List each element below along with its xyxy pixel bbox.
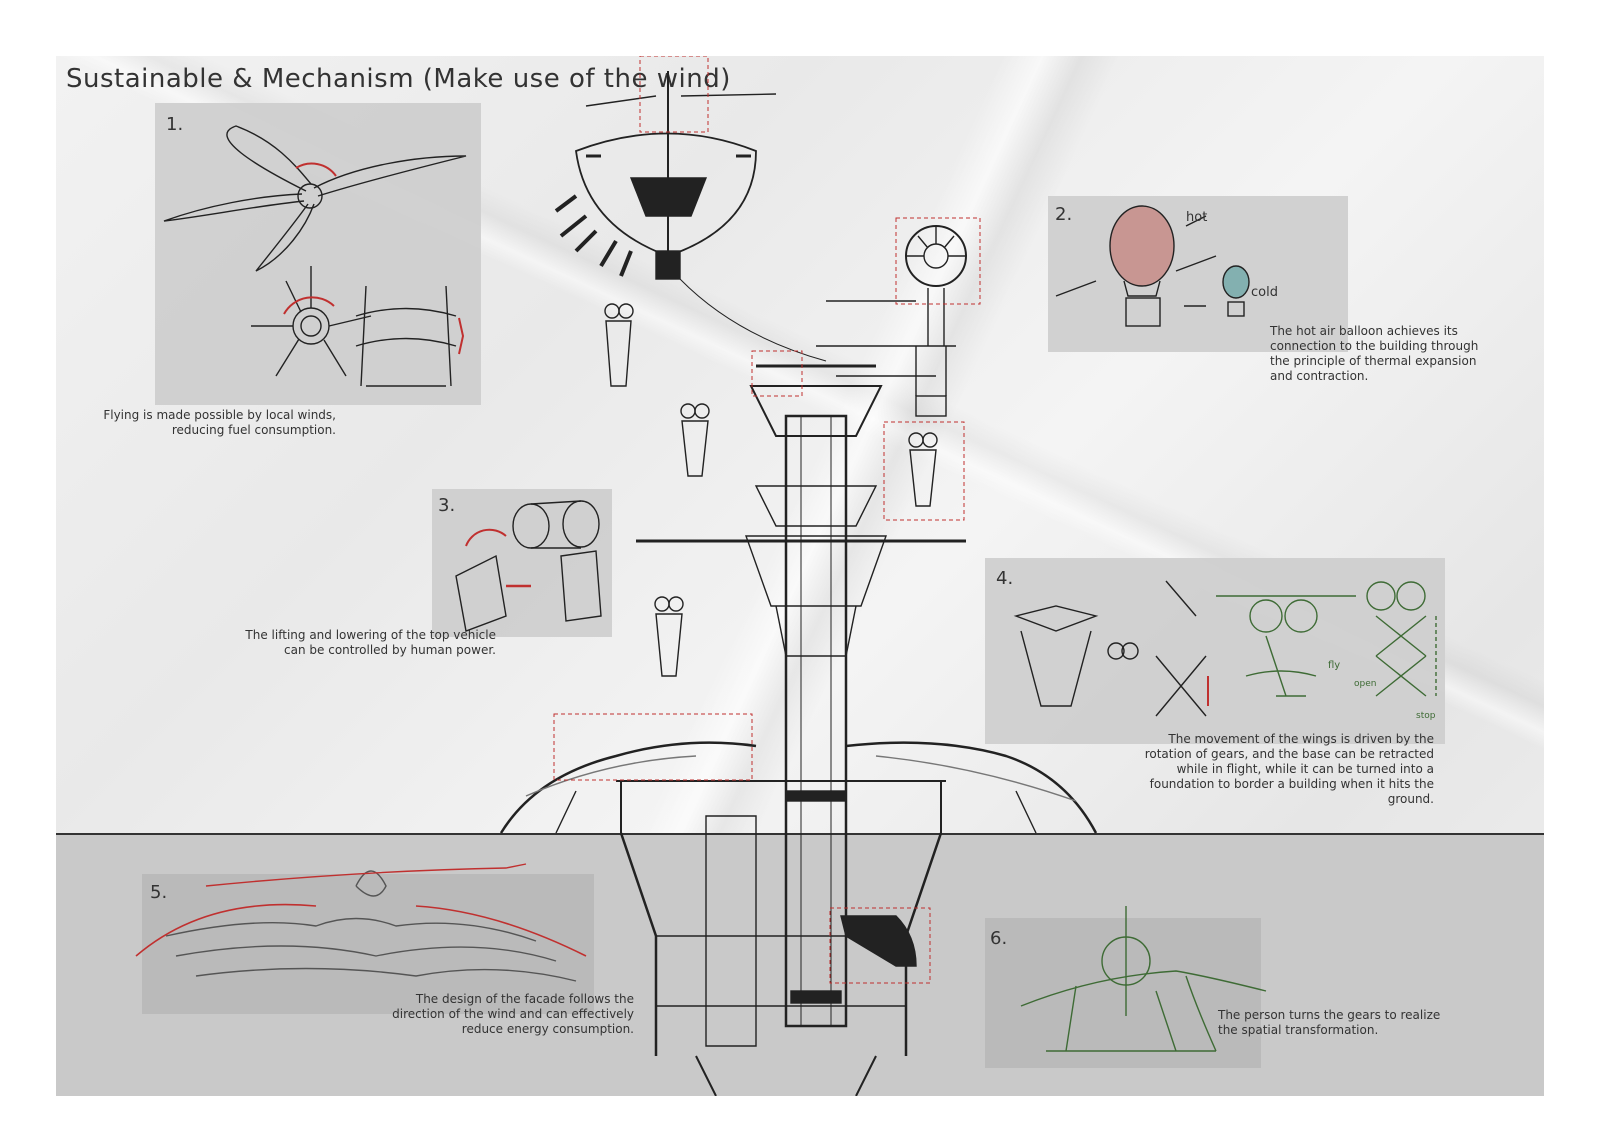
caption-panel-6: The person turns the gears to realize th… [1218,1008,1468,1038]
balloon-sketch [1055,205,1250,327]
caption-line: The movement of the wings is driven by t… [1168,732,1434,746]
panel-1 [155,103,481,405]
caption-line: can be controlled by human power. [284,643,496,657]
flying-vehicle-section [554,71,827,362]
panel-number-1: 1. [166,114,184,135]
caption-line: rotation of gears, and the base can be r… [1144,747,1434,761]
caption-line: The person turns the gears to realize [1218,1008,1441,1022]
caption-line: foundation to border a building when it … [1149,777,1434,791]
propeller-sketch [163,125,467,387]
panel-number-5: 5. [150,882,168,903]
foundation-section [616,780,946,1096]
panel-number-4: 4. [996,568,1014,589]
caption-line: Flying is made possible by local winds, [103,408,336,422]
gear-mechanism-sketch [1013,580,1437,717]
callout-boxes [553,56,981,984]
caption-line: and contraction. [1270,369,1369,383]
section-drawing: hot cold [135,56,1437,1096]
caption-line: direction of the wind and can effectivel… [392,1007,634,1021]
sheet: Sustainable & Mechanism (Make use of the… [56,56,1544,1096]
ground-line [56,833,1544,835]
label-fly: fly [1328,660,1340,671]
panel-5 [142,874,594,1014]
winch-sketch [455,500,602,632]
caption-line: The hot air balloon achieves its [1270,324,1458,338]
canopy-roof [499,741,1098,834]
wind-turbine-section [816,225,967,417]
caption-line: reducing fuel consumption. [171,423,336,437]
page-title: Sustainable & Mechanism (Make use of the… [66,64,731,94]
panel-2 [1048,196,1348,352]
caption-panel-5: The design of the facade follows the dir… [348,992,634,1037]
caption-panel-2: The hot air balloon achieves its connect… [1270,324,1510,384]
caption-line: reduce energy consumption. [461,1022,634,1036]
label-stop: stop [1416,711,1436,721]
tower-section [636,364,966,1028]
caption-line: the principle of thermal expansion [1270,354,1477,368]
caption-line: the spatial transformation. [1218,1023,1379,1037]
caption-line: The design of the facade follows the [415,992,634,1006]
caption-panel-3: The lifting and lowering of the top vehi… [206,628,496,658]
panel-number-6: 6. [990,928,1008,949]
label-hot: hot [1186,210,1207,225]
caption-panel-4: The movement of the wings is driven by t… [1086,732,1434,807]
label-open: open [1354,679,1376,689]
caption-line: The lifting and lowering of the top vehi… [245,628,496,642]
panel-number-3: 3. [438,495,456,516]
label-cold: cold [1251,285,1278,300]
facade-sketch [135,863,587,982]
caption-panel-1: Flying is made possible by local winds, … [74,408,336,438]
caption-line: while in flight, while it can be turned … [1176,762,1434,776]
panel-6 [985,918,1261,1068]
drone-sketches [604,303,938,677]
caption-line: ground. [1387,792,1434,806]
gear-room-sketch [1020,906,1267,1052]
panel-number-2: 2. [1055,204,1073,225]
caption-line: connection to the building through [1270,339,1479,353]
